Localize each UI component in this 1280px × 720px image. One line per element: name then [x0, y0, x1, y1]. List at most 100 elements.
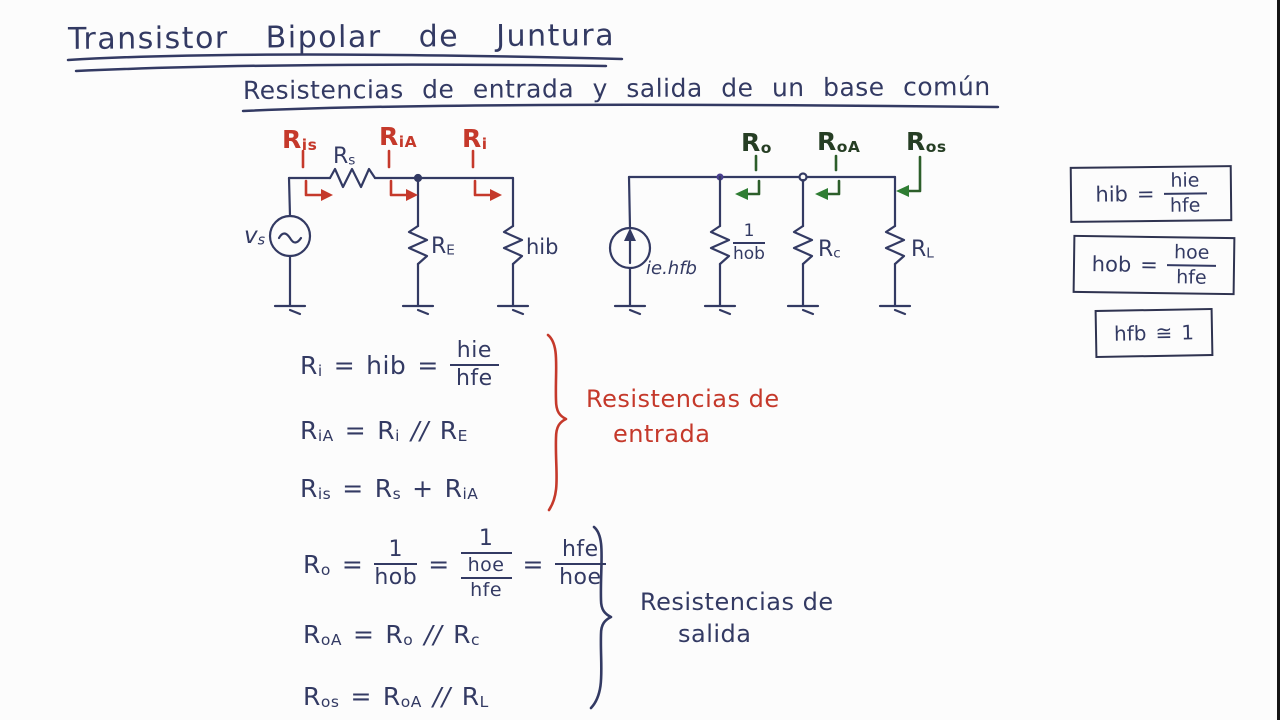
- resistor-rs: [328, 167, 377, 189]
- fraction-numerator: 1: [460, 526, 512, 555]
- output-probe-arrows: [735, 154, 922, 200]
- ground-icon: [401, 304, 435, 316]
- symbol-base: R: [453, 620, 472, 649]
- symbol-base: R: [300, 416, 318, 445]
- equals-sign: =: [344, 416, 367, 445]
- fraction-numerator: 1: [733, 222, 765, 244]
- symbol-sub: iA: [398, 132, 418, 151]
- symbol-base: R: [444, 474, 463, 503]
- symbol: hib: [366, 350, 407, 380]
- ris-probe-label: Ris: [282, 125, 317, 154]
- fraction-denominator: hob: [374, 565, 418, 590]
- hfb-identity-box: hfb ≅ 1: [1094, 307, 1214, 359]
- arrowhead-left-icon: [815, 188, 828, 200]
- symbol-sub: i: [317, 361, 323, 380]
- current-source-label: ie.hfb: [646, 258, 697, 279]
- fraction-numerator: 1: [374, 537, 418, 565]
- symbol-base: R: [282, 125, 302, 154]
- symbol: RoA: [303, 620, 342, 649]
- ria-probe-label: RiA: [379, 122, 417, 151]
- title-underline-2: [74, 63, 608, 73]
- input-probe-arrows: [301, 149, 502, 201]
- symbol: Ro: [303, 550, 331, 579]
- symbol: Ros: [303, 682, 339, 711]
- resistor-rl: [884, 224, 906, 266]
- fraction-denominator: hfe: [1176, 266, 1207, 289]
- equals-sign: =: [342, 474, 364, 503]
- symbol-sub: oA: [400, 692, 422, 711]
- nested-fraction: 1 hoe hfe: [460, 526, 512, 602]
- symbol-sub: oA: [320, 630, 342, 649]
- output-circuit: [608, 172, 912, 316]
- symbol-base: R: [377, 416, 396, 445]
- symbol-base: R: [382, 682, 401, 711]
- parallel-operator: //: [432, 682, 451, 711]
- hib-identity-box: hib = hie hfe: [1069, 165, 1233, 223]
- subtitle-underline: [241, 103, 1000, 113]
- ria-arrow-icon: [389, 179, 408, 197]
- symbol-base: R: [300, 350, 318, 380]
- fraction: hoe hfe: [1166, 241, 1217, 289]
- symbol-base: R: [379, 122, 399, 151]
- entrada-group-label-line1: Resistencias de: [586, 385, 780, 413]
- equals-sign: =: [1140, 252, 1159, 278]
- entrada-brace: [546, 333, 568, 512]
- symbol: Ri: [377, 416, 400, 445]
- symbol-base: R: [818, 237, 834, 262]
- fraction-denominator: hfe: [470, 579, 503, 602]
- ground-icon: [703, 304, 737, 316]
- parallel-operator: //: [410, 416, 429, 445]
- rs-label: Rs: [333, 144, 355, 169]
- symbol-base: R: [385, 620, 404, 649]
- formula-ri: Ri = hib = hie hfe: [300, 336, 499, 394]
- ro-probe-label: Ro: [741, 128, 772, 157]
- video-right-border: [1277, 0, 1280, 720]
- entrada-group-label-line2: entrada: [613, 420, 711, 448]
- formula-ro: Ro = 1 hob = 1 hoe hfe = hfe hoe: [303, 524, 606, 604]
- fraction: 1 hob: [374, 537, 418, 590]
- box-lhs: hib: [1095, 182, 1129, 207]
- symbol-base: R: [431, 234, 447, 259]
- box-lhs: hob: [1091, 252, 1132, 277]
- ros-probe-label: Ros: [906, 127, 947, 156]
- fraction: hoe hfe: [460, 555, 512, 602]
- ground-icon: [878, 304, 912, 316]
- symbol-sub: iA: [317, 426, 334, 445]
- equals-sign: =: [333, 350, 356, 380]
- box-rhs: 1: [1181, 320, 1195, 345]
- resistor-rc: [792, 224, 814, 266]
- fraction-denominator: hoe hfe: [460, 554, 512, 602]
- wire: [627, 175, 632, 230]
- box-lhs: hfb: [1113, 321, 1147, 346]
- symbol-sub: s: [392, 484, 402, 503]
- fraction: hie hfe: [1163, 170, 1207, 217]
- hob-fraction-label: 1 hob: [733, 222, 765, 263]
- fraction: 1 hob: [733, 222, 765, 263]
- fraction-denominator: hob: [733, 243, 765, 264]
- arrowhead-right-icon: [406, 189, 418, 201]
- rc-label: Rc: [818, 237, 841, 262]
- symbol: Ri: [300, 351, 323, 380]
- input-circuit: [268, 167, 530, 316]
- symbol-base: R: [303, 682, 321, 711]
- ground-icon: [613, 304, 647, 316]
- fraction-numerator: hie: [449, 338, 499, 366]
- formula-ros: Ros = RoA // RL: [303, 682, 489, 711]
- fraction-denominator: hoe: [559, 565, 602, 590]
- resistor-re: [407, 224, 429, 266]
- ground-icon: [273, 304, 307, 316]
- symbol-base: R: [906, 127, 926, 156]
- vs-label: vs: [244, 223, 265, 249]
- symbol-base: R: [817, 127, 837, 156]
- ro-arrow-icon: [746, 179, 761, 196]
- parallel-operator: //: [424, 620, 443, 649]
- fraction-numerator: hoe: [1166, 241, 1217, 267]
- page-subtitle: Resistencias de entrada y salida de un b…: [242, 72, 991, 105]
- symbol: Rs: [375, 474, 401, 503]
- symbol-base: R: [741, 128, 761, 157]
- symbol-sub: o: [403, 630, 414, 649]
- symbol-sub: E: [457, 426, 468, 445]
- roa-arrow-icon: [826, 179, 841, 196]
- symbol-base: R: [439, 416, 458, 445]
- equals-sign: =: [522, 549, 544, 579]
